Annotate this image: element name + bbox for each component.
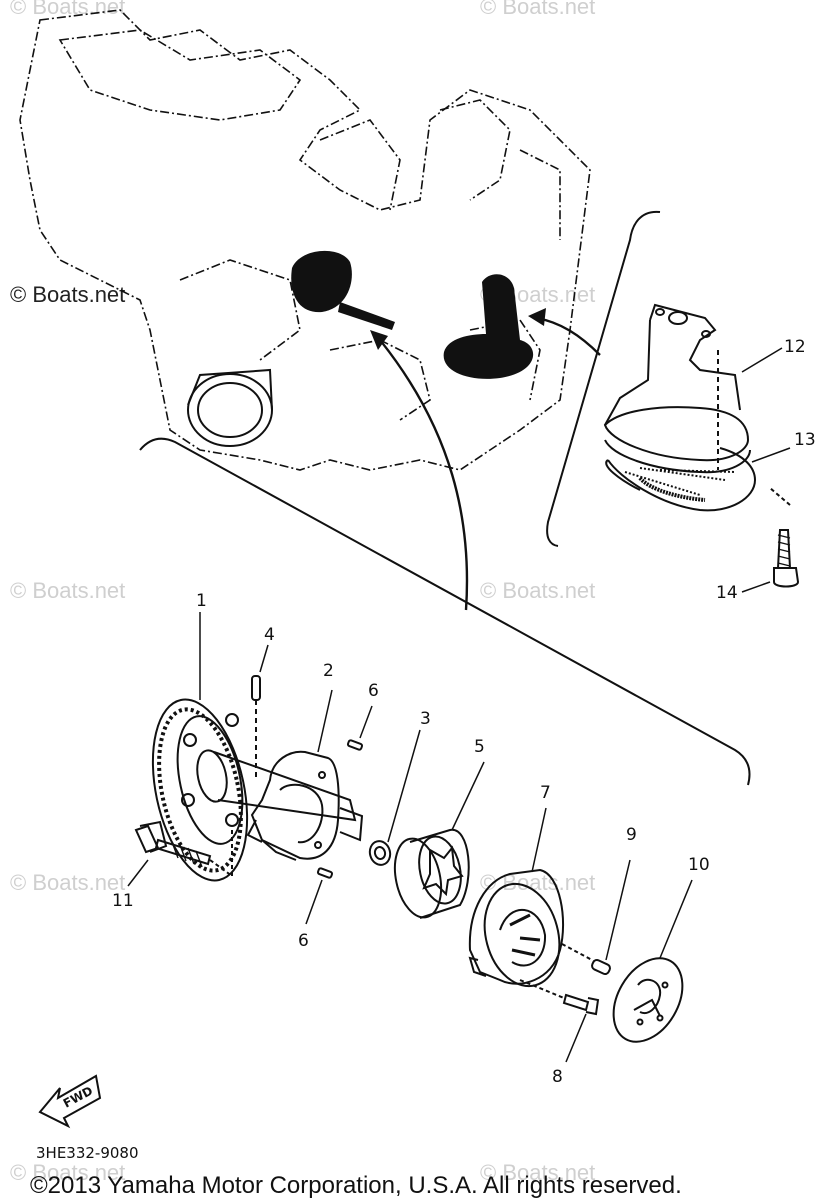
pump-cover-gasket	[612, 879, 693, 1043]
callout-11: 11	[112, 891, 134, 911]
oil-passage-holes	[291, 250, 534, 379]
callout-14: 14	[716, 583, 738, 603]
callout-7: 7	[540, 783, 551, 803]
callout-2: 2	[323, 661, 334, 681]
forward-direction-arrow: FWD	[38, 1074, 102, 1129]
watermark: © Boats.net	[10, 578, 125, 603]
watermark: © Boats.net	[480, 0, 595, 19]
dowel-pin-9	[561, 859, 631, 976]
arrow-heads	[370, 308, 546, 350]
watermark-dark: © Boats.net	[10, 282, 125, 307]
watermark-group: © Boats.net © Boats.net © Boats.net © Bo…	[10, 0, 595, 1185]
callout-6-upper: 6	[368, 681, 379, 701]
watermark: © Boats.net	[480, 578, 595, 603]
strainer-panel-bracket	[546, 210, 661, 547]
pump-mounting-bolt	[127, 820, 233, 887]
callout-5: 5	[474, 737, 485, 757]
oil-strainer-housing	[603, 303, 783, 474]
callout-4: 4	[264, 625, 275, 645]
callout-3: 3	[420, 709, 431, 729]
oil-pump-cover	[468, 807, 564, 988]
copyright-notice: ©2013 Yamaha Motor Corporation, U.S.A. A…	[30, 1172, 682, 1199]
oil-pump-driven-gear	[151, 612, 364, 882]
watermark: © Boats.net	[10, 870, 125, 895]
watermark: © Boats.net	[480, 870, 595, 895]
callout-13: 13	[794, 430, 816, 450]
dowel-pin-6-upper	[346, 705, 373, 751]
arrow-head	[528, 308, 546, 326]
pump-shaft-washer	[368, 729, 421, 866]
watermark: © Boats.net	[480, 1160, 595, 1185]
callout-1: 1	[196, 591, 207, 611]
strainer-bolt	[741, 487, 800, 593]
arrow-head	[370, 330, 388, 350]
callout-8: 8	[552, 1067, 563, 1087]
pump-panel-bracket	[139, 437, 751, 786]
engine-block-outline	[19, 9, 591, 471]
callout-6-lower: 6	[298, 931, 309, 951]
watermark: © Boats.net	[10, 1160, 125, 1185]
pump-outer-rotor	[393, 761, 485, 919]
callout-labels: 1 2 3 4 5 6 6 7 8 9 10 11 12 13 14	[112, 337, 816, 1087]
callout-12: 12	[784, 337, 806, 357]
callout-10: 10	[688, 855, 710, 875]
oil-pump-body	[246, 689, 340, 861]
dowel-pin-4	[251, 644, 269, 780]
dowel-pin-6-lower	[305, 867, 334, 925]
engine-cylinder-boss	[187, 368, 273, 447]
strainer-screen	[605, 447, 791, 512]
diagram-code: 3HE332-9080	[36, 1144, 139, 1162]
fwd-arrow-icon	[38, 1074, 102, 1129]
watermark: © Boats.net	[10, 0, 125, 19]
callout-9: 9	[626, 825, 637, 845]
cover-screw	[519, 979, 600, 1063]
